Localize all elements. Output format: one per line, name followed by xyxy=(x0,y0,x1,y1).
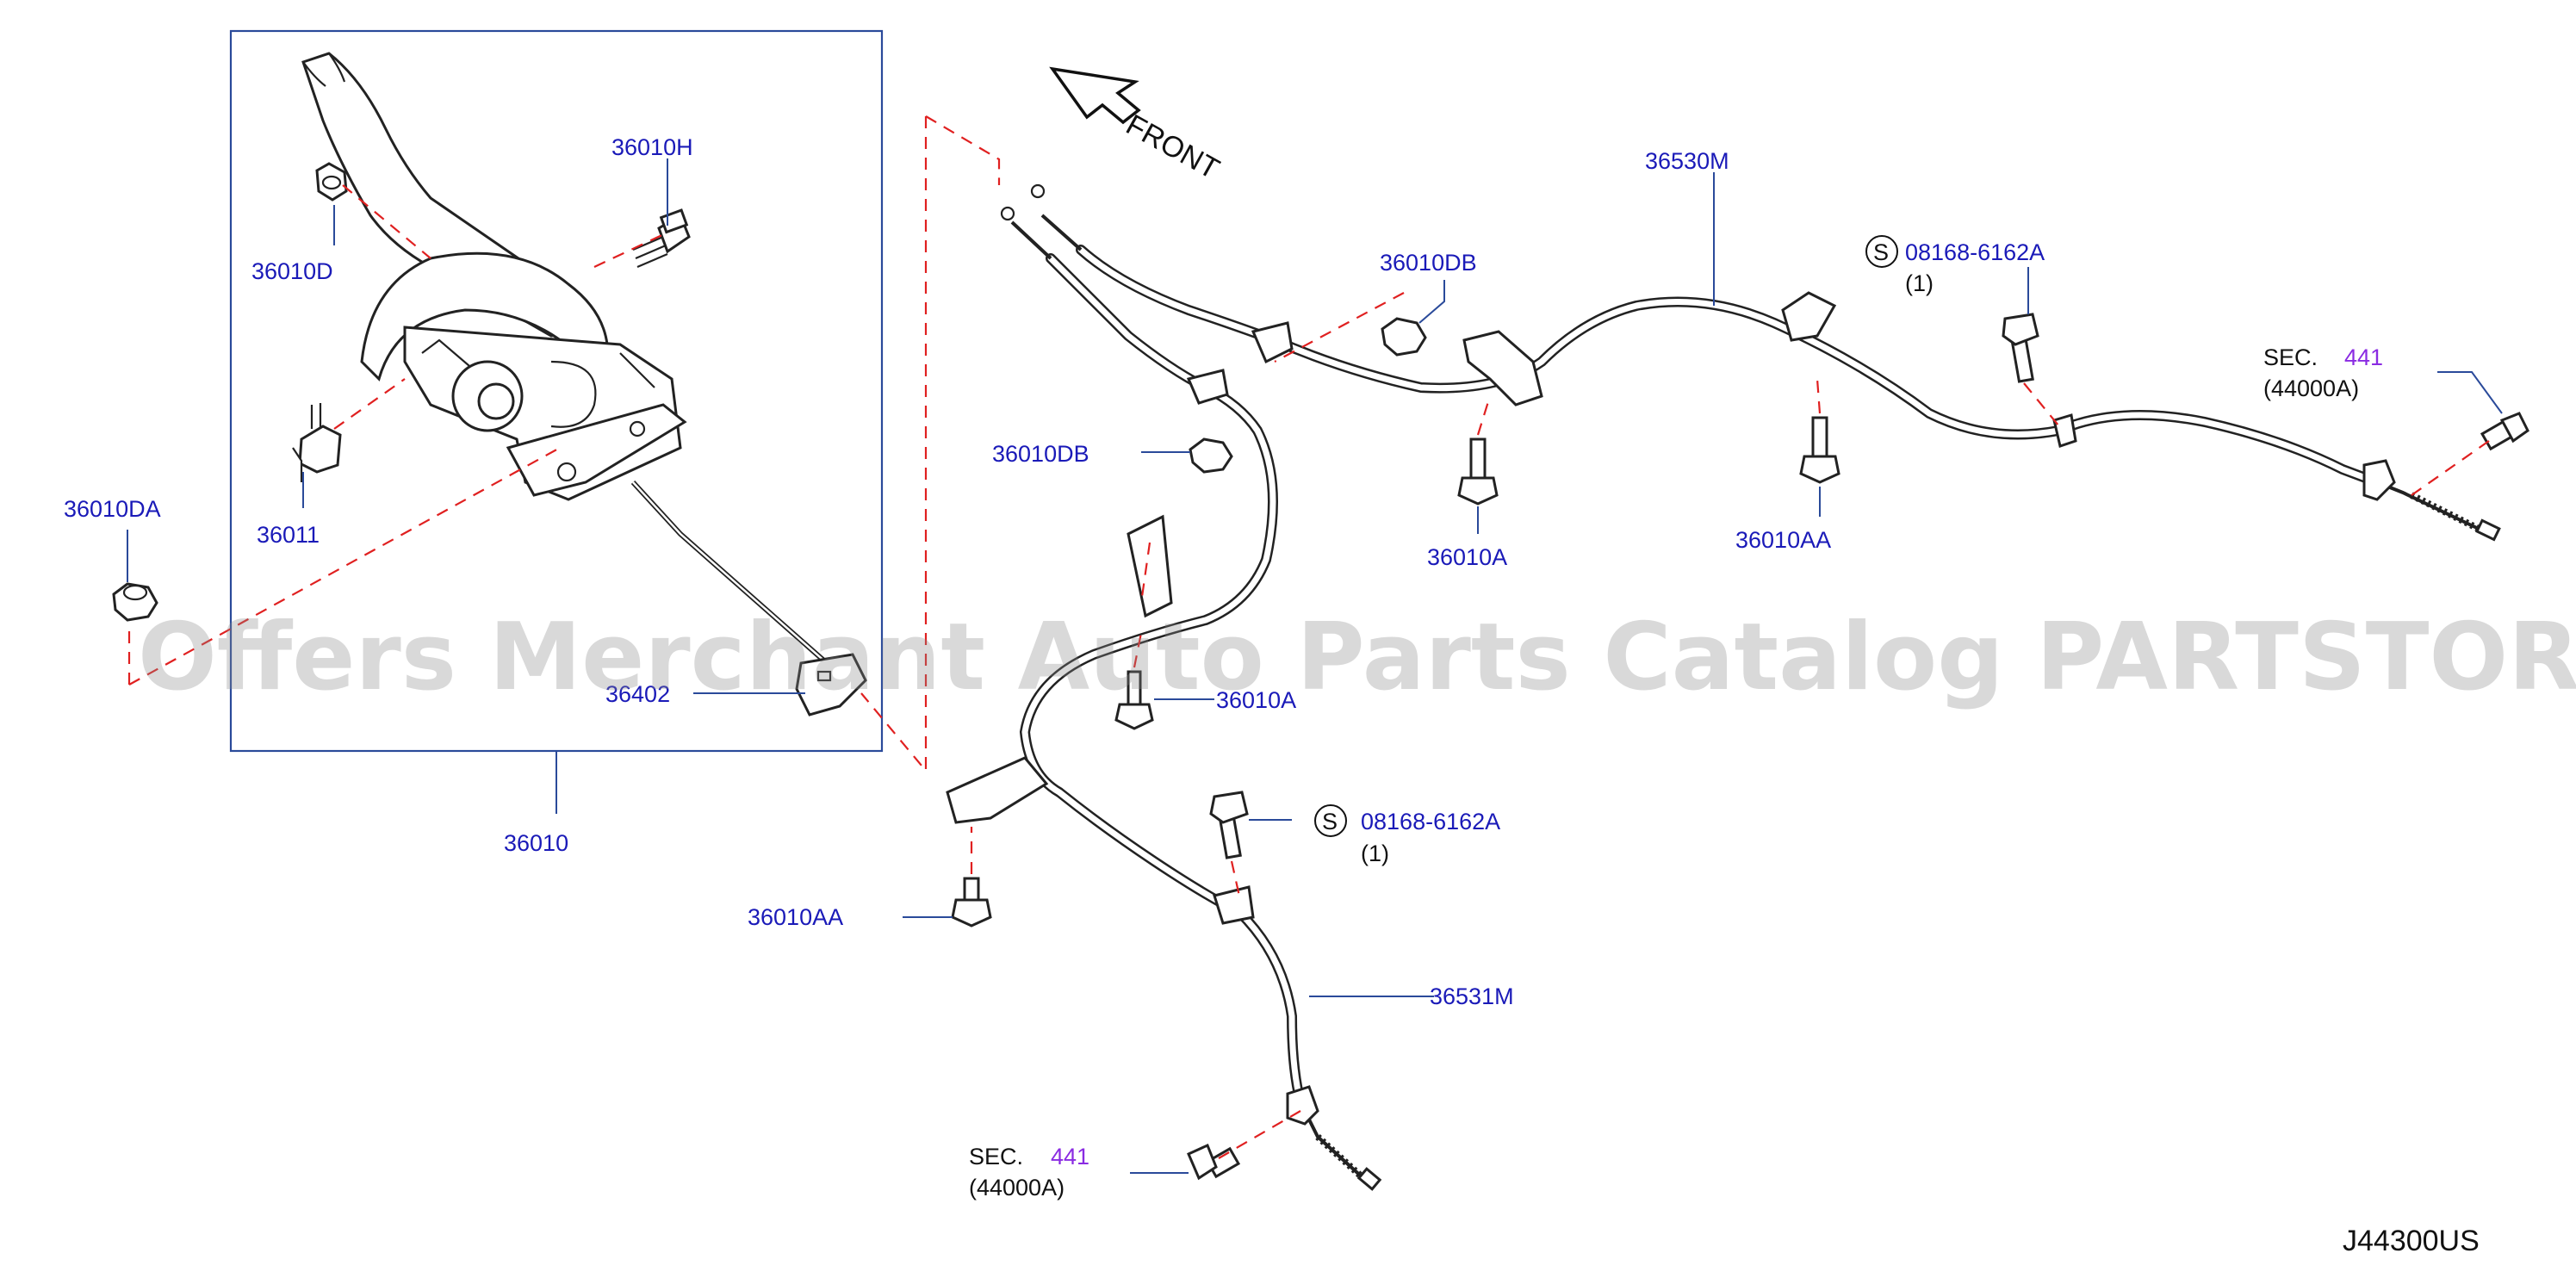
label-36010D: 36010D xyxy=(251,258,333,284)
label-36010A-low: 36010A xyxy=(1216,687,1296,713)
screw-callout-bottom: S 08168-6162A (1) xyxy=(1314,804,1500,866)
screw-symbol-top: S xyxy=(1873,239,1889,265)
sec-callout-bottom: SEC. 441 (44000A) xyxy=(969,1144,1089,1200)
screw-qty-bottom: (1) xyxy=(1361,841,1389,866)
diagram-code: J44300US xyxy=(2343,1225,2480,1257)
screw-symbol-bottom: S xyxy=(1322,809,1338,834)
nut-icon xyxy=(1189,317,1427,474)
sec-prefix-right: SEC. xyxy=(2263,344,2318,370)
watermark: Offers Merchant Auto Parts Catalog PARTS… xyxy=(138,604,2576,711)
sec-prefix-bottom: SEC. xyxy=(969,1144,1023,1169)
screw-part-bottom: 08168-6162A xyxy=(1361,809,1500,834)
label-36402: 36402 xyxy=(605,681,670,707)
front-label: FRONT xyxy=(1120,109,1225,186)
bolt-icon xyxy=(951,313,2529,1181)
screw-qty-top: (1) xyxy=(1905,270,1934,296)
sec-callout-right: SEC. 441 (44000A) xyxy=(2263,344,2383,401)
nut-icon xyxy=(112,582,158,622)
label-36531M: 36531M xyxy=(1430,983,1514,1009)
parking-brake-lever xyxy=(301,52,687,501)
sec-ref-bottom: (44000A) xyxy=(969,1175,1065,1200)
sec-num-right: 441 xyxy=(2344,344,2383,370)
front-arrow-icon xyxy=(1049,66,1141,125)
label-36530M: 36530M xyxy=(1645,148,1729,174)
label-36010A-mid: 36010A xyxy=(1427,544,1507,570)
label-36010AA-right: 36010AA xyxy=(1735,527,1831,553)
lever-cable xyxy=(630,480,867,717)
label-36010DB-mid: 36010DB xyxy=(992,441,1089,467)
label-36010: 36010 xyxy=(504,830,568,856)
sec-num-bottom: 441 xyxy=(1051,1144,1089,1169)
sec-ref-right: (44000A) xyxy=(2263,375,2359,401)
label-36010H: 36010H xyxy=(611,134,693,160)
label-36011: 36011 xyxy=(257,522,320,548)
label-36010DA: 36010DA xyxy=(64,496,161,522)
screw-callout-top: S 08168-6162A (1) xyxy=(1865,235,2045,296)
clip-icon xyxy=(292,403,342,482)
bracket-icon xyxy=(946,291,2077,925)
bolt-icon xyxy=(632,208,691,269)
label-36010AA-left: 36010AA xyxy=(748,904,843,930)
screw-part-top: 08168-6162A xyxy=(1905,239,2045,265)
label-36010DB-top: 36010DB xyxy=(1380,250,1477,276)
nut-icon xyxy=(315,162,348,202)
